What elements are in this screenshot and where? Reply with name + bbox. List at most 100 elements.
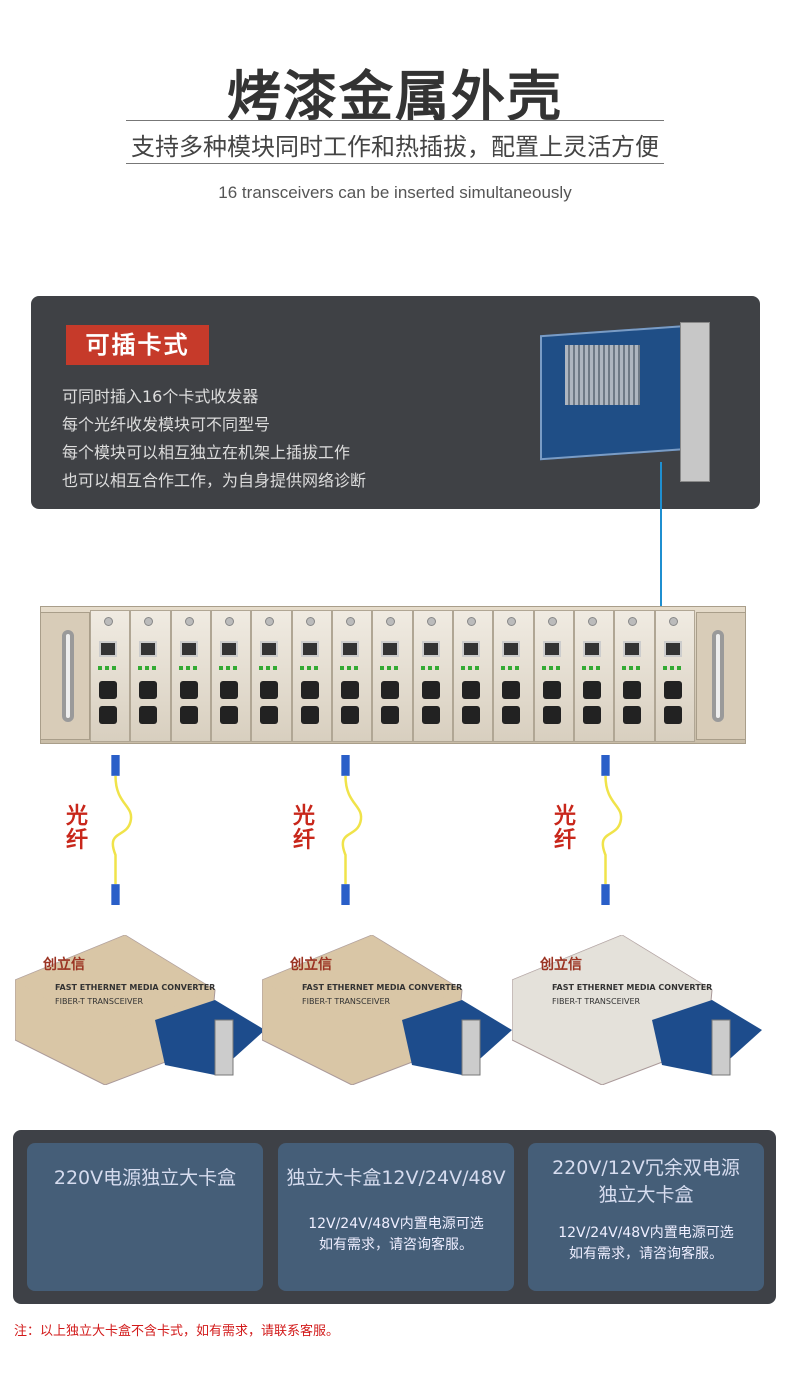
option-desc: 12V/24V/48V内置电源可选 <box>308 1216 484 1232</box>
transceiver-slot <box>412 610 453 742</box>
fiber-port-tx <box>582 706 601 724</box>
led-indicators <box>339 666 360 670</box>
transceiver-slot <box>90 610 131 742</box>
rj45-port <box>260 641 279 657</box>
model-subtext: FIBER-T TRANSCEIVER <box>552 997 641 1006</box>
rj45-port <box>99 641 117 657</box>
screw-icon <box>386 617 396 626</box>
fiber-label: 光纤 <box>66 804 89 853</box>
led-indicators <box>138 666 159 670</box>
led-indicators <box>259 666 280 670</box>
rj45-port <box>219 641 238 657</box>
fiber-port-tx <box>381 706 400 724</box>
screw-icon <box>628 617 638 626</box>
screw-icon <box>305 617 315 626</box>
fiber-port-tx <box>219 706 238 724</box>
rj45-port <box>542 641 561 657</box>
led-indicators <box>98 666 118 670</box>
screw-icon <box>144 617 154 626</box>
fiber-port-tx <box>461 706 480 724</box>
rj45-port <box>663 641 682 657</box>
fiber-port-tx <box>300 706 319 724</box>
screw-icon <box>265 617 275 626</box>
rj45-port <box>300 641 319 657</box>
feature-line: 也可以相互合作工作，为自身提供网络诊断 <box>62 471 367 490</box>
fiber-port-tx <box>663 706 682 724</box>
fiber-port-rx <box>300 681 319 699</box>
option-desc: 如有需求，请咨询客服。 <box>319 1237 473 1253</box>
screw-icon <box>587 617 597 626</box>
model-subtext: FIBER-T TRANSCEIVER <box>55 997 144 1006</box>
option-card: 独立大卡盒12V/24V/48V 12V/24V/48V内置电源可选 如有需求，… <box>278 1143 514 1291</box>
screw-icon <box>668 617 678 626</box>
feature-tag: 可插卡式 <box>66 325 209 365</box>
fiber-cable-image <box>111 755 133 905</box>
option-card: 220V/12V冗余双电源独立大卡盒 12V/24V/48V内置电源可选 如有需… <box>528 1143 764 1291</box>
brand-logo: 创立信 <box>540 957 582 973</box>
connector-line <box>660 462 662 637</box>
rj45-port <box>582 641 601 657</box>
rj45-port <box>623 641 642 657</box>
fiber-port-rx <box>421 681 440 699</box>
fiber-cable-image <box>601 755 623 905</box>
fiber-label: 光纤 <box>293 804 316 853</box>
fiber-port-tx <box>502 706 521 724</box>
led-indicators <box>218 666 239 670</box>
fiber-cable-image <box>341 755 363 905</box>
option-title: 独立大卡盒12V/24V/48V <box>286 1167 506 1189</box>
led-indicators <box>460 666 481 670</box>
led-indicators <box>299 666 320 670</box>
rj45-port <box>340 641 359 657</box>
model-text: FAST ETHERNET MEDIA CONVERTER <box>302 983 463 992</box>
feature-line: 每个光纤收发模块可不同型号 <box>62 415 271 434</box>
rack-handle-right <box>712 630 724 722</box>
screw-icon <box>224 617 234 626</box>
transceiver-slot <box>170 610 211 742</box>
fiber-port-rx <box>461 681 480 699</box>
option-card: 220V电源独立大卡盒 <box>27 1143 263 1291</box>
footnote: 注：以上独立大卡盒不含卡式，如有需求，请联系客服。 <box>14 1324 340 1339</box>
transceiver-slot <box>614 610 655 742</box>
rj45-port <box>502 641 521 657</box>
fiber-port-rx <box>340 681 359 699</box>
screw-icon <box>345 617 355 626</box>
led-indicators <box>501 666 522 670</box>
transceiver-slot <box>533 610 574 742</box>
fiber-port-tx <box>340 706 359 724</box>
fiber-port-tx <box>179 706 198 724</box>
rj45-port <box>139 641 158 657</box>
heatsink-image <box>565 345 640 405</box>
rack-handle-left <box>62 630 74 722</box>
fiber-port-tx <box>260 706 279 724</box>
screw-icon <box>547 617 557 626</box>
rj45-port <box>179 641 198 657</box>
transceiver-slot <box>573 610 615 742</box>
divider <box>126 163 664 164</box>
option-desc: 如有需求，请咨询客服。 <box>569 1246 723 1262</box>
card-bracket-image <box>680 322 710 482</box>
fiber-port-rx <box>139 681 158 699</box>
screw-icon <box>507 617 517 626</box>
page-title: 烤漆金属外壳 <box>227 65 563 128</box>
rack-slots <box>90 610 695 742</box>
fiber-port-tx <box>421 706 440 724</box>
model-text: FAST ETHERNET MEDIA CONVERTER <box>552 983 713 992</box>
fiber-port-rx <box>381 681 400 699</box>
fiber-port-rx <box>219 681 238 699</box>
fiber-port-rx <box>179 681 198 699</box>
brand-logo: 创立信 <box>290 957 332 973</box>
rj45-port <box>461 641 480 657</box>
fiber-port-tx <box>99 706 117 724</box>
subtitle: 支持多种模块同时工作和热插拔，配置上灵活方便 <box>131 133 659 161</box>
led-indicators <box>178 666 199 670</box>
transceiver-slot <box>210 610 252 742</box>
fiber-port-tx <box>139 706 158 724</box>
fiber-port-rx <box>542 681 561 699</box>
led-indicators <box>420 666 441 670</box>
led-indicators <box>581 666 602 670</box>
model-subtext: FIBER-T TRANSCEIVER <box>302 997 391 1006</box>
screw-icon <box>426 617 436 626</box>
card-box-image: 创立信 FAST ETHERNET MEDIA CONVERTER FIBER-T … <box>262 935 512 1085</box>
feature-line: 每个模块可以相互独立在机架上插拔工作 <box>62 443 351 462</box>
